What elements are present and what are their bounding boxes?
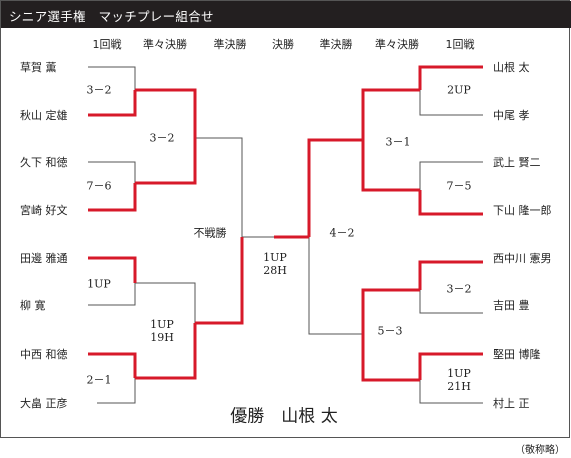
score-right-r1-1: 2UP [447, 83, 471, 97]
bracket-line-l-r1-2-top [88, 161, 136, 183]
right-player-2: 中尾 孝 [493, 109, 530, 122]
bracket-line-l-sf-top [195, 137, 243, 237]
bracket-line-l-r1-1-top [88, 66, 136, 90]
round-header-right-qf: 準々決勝 [375, 38, 419, 51]
round-header-right-sf: 準決勝 [319, 38, 353, 51]
left-player-7: 中西 和徳 [20, 348, 68, 361]
score-left-r1-4: 2－1 [86, 373, 112, 387]
score-left-sf: 不戦勝 [193, 226, 227, 240]
bracket-line-r-r1-1-win [418, 65, 483, 90]
bracket-line-r-qf-2-bot [361, 334, 420, 382]
bracket-line-l-qf-1-top [135, 88, 197, 138]
bracket-line-r-qf-1-bot [361, 140, 420, 192]
right-player-1: 山根 太 [493, 61, 530, 74]
score-final-line2: 28H [263, 264, 287, 277]
champion-label: 優勝 山根 太 [230, 406, 338, 427]
bracket-line-r-sf-bot [308, 237, 363, 335]
score-right-sf: 4－2 [329, 226, 355, 240]
score-left-r1-3: 1UP [87, 277, 111, 291]
bracket-line-l-r1-2-win [88, 183, 137, 212]
score-final: 1UP 28H [263, 251, 287, 277]
round-header-final: 決勝 [272, 38, 294, 51]
bracket-line-l-qf-2-top [135, 282, 196, 323]
score-right-r1-4-line2: 21H [447, 380, 471, 393]
bracket-line-r-r1-4-bot [419, 380, 483, 404]
left-player-8: 大畠 正彦 [20, 397, 68, 410]
bracket-frame: シニア選手権 マッチプレー組合せ [0, 0, 571, 438]
score-left-r1-2: 7－6 [86, 179, 112, 193]
round-header-left-r1: 1回戦 [92, 38, 122, 51]
left-player-2: 秋山 定雄 [20, 109, 68, 122]
right-player-8: 村上 正 [493, 397, 530, 410]
score-right-r1-4: 1UP 21H [447, 367, 471, 393]
bracket-line-l-qf-1-bot [135, 138, 197, 185]
left-player-6: 柳 寛 [20, 299, 46, 312]
right-player-4: 下山 隆一郎 [493, 204, 552, 217]
bracket-line-r-r1-2-top [419, 161, 483, 190]
round-header-left-sf: 準決勝 [213, 38, 247, 51]
score-final-line1: 1UP [263, 251, 287, 264]
bracket-line-l-sf-bot [195, 237, 244, 325]
score-right-qf-2: 5－3 [377, 324, 403, 338]
right-player-6: 吉田 豊 [493, 299, 530, 312]
bracket-line-l-r1-3-win [88, 256, 137, 283]
bracket-line-r-r1-4-win [418, 352, 483, 380]
left-player-3: 久下 和徳 [20, 156, 68, 169]
right-player-5: 西中川 憲男 [493, 252, 552, 265]
bracket-line-l-qf-2-bot [135, 323, 197, 380]
right-player-3: 武上 賢二 [493, 156, 541, 169]
bracket-line-l-r1-4-win [88, 352, 137, 378]
bracket-line-r-qf-2-top [361, 288, 420, 334]
title-bar: シニア選手権 マッチプレー組合せ [1, 1, 571, 28]
page-title: シニア選手権 マッチプレー組合せ [9, 9, 214, 24]
score-right-qf-1: 3－1 [385, 135, 411, 149]
round-header-right-r1: 1回戦 [445, 38, 475, 51]
score-left-qf-1: 3－2 [149, 131, 175, 145]
score-right-r1-4-line1: 1UP [447, 367, 471, 380]
bracket-line-r-sf-top [307, 138, 363, 237]
score-left-qf-2-line2: 19H [150, 331, 174, 344]
left-player-5: 田邊 雅通 [20, 252, 68, 265]
honorifics-note: （敬称略） [515, 445, 565, 456]
score-left-r1-1: 3－2 [86, 83, 112, 97]
bracket-line-r-r1-1-bot [419, 90, 483, 116]
bracket-line-r-r1-3-win [418, 260, 483, 290]
bracket-line-r-r1-2-win [418, 190, 483, 216]
bracket-line-r-r1-3-bot [419, 290, 483, 314]
bracket-line-r-qf-1-top [361, 88, 420, 140]
score-right-r1-2: 7－5 [446, 179, 472, 193]
score-left-qf-2: 1UP 19H [150, 318, 174, 344]
score-left-qf-2-line1: 1UP [150, 318, 174, 331]
left-player-1: 草賀 薫 [20, 61, 57, 74]
score-right-r1-3: 3－2 [446, 282, 472, 296]
bracket-line-l-r1-3-bot [88, 283, 136, 306]
bracket-line-l-r1-4-bot [97, 378, 136, 404]
round-header-left-qf: 準々決勝 [143, 38, 187, 51]
left-player-4: 宮崎 好文 [20, 204, 68, 217]
bracket-line-l-r1-1-win [88, 90, 137, 117]
right-player-7: 堅田 博隆 [493, 348, 541, 361]
